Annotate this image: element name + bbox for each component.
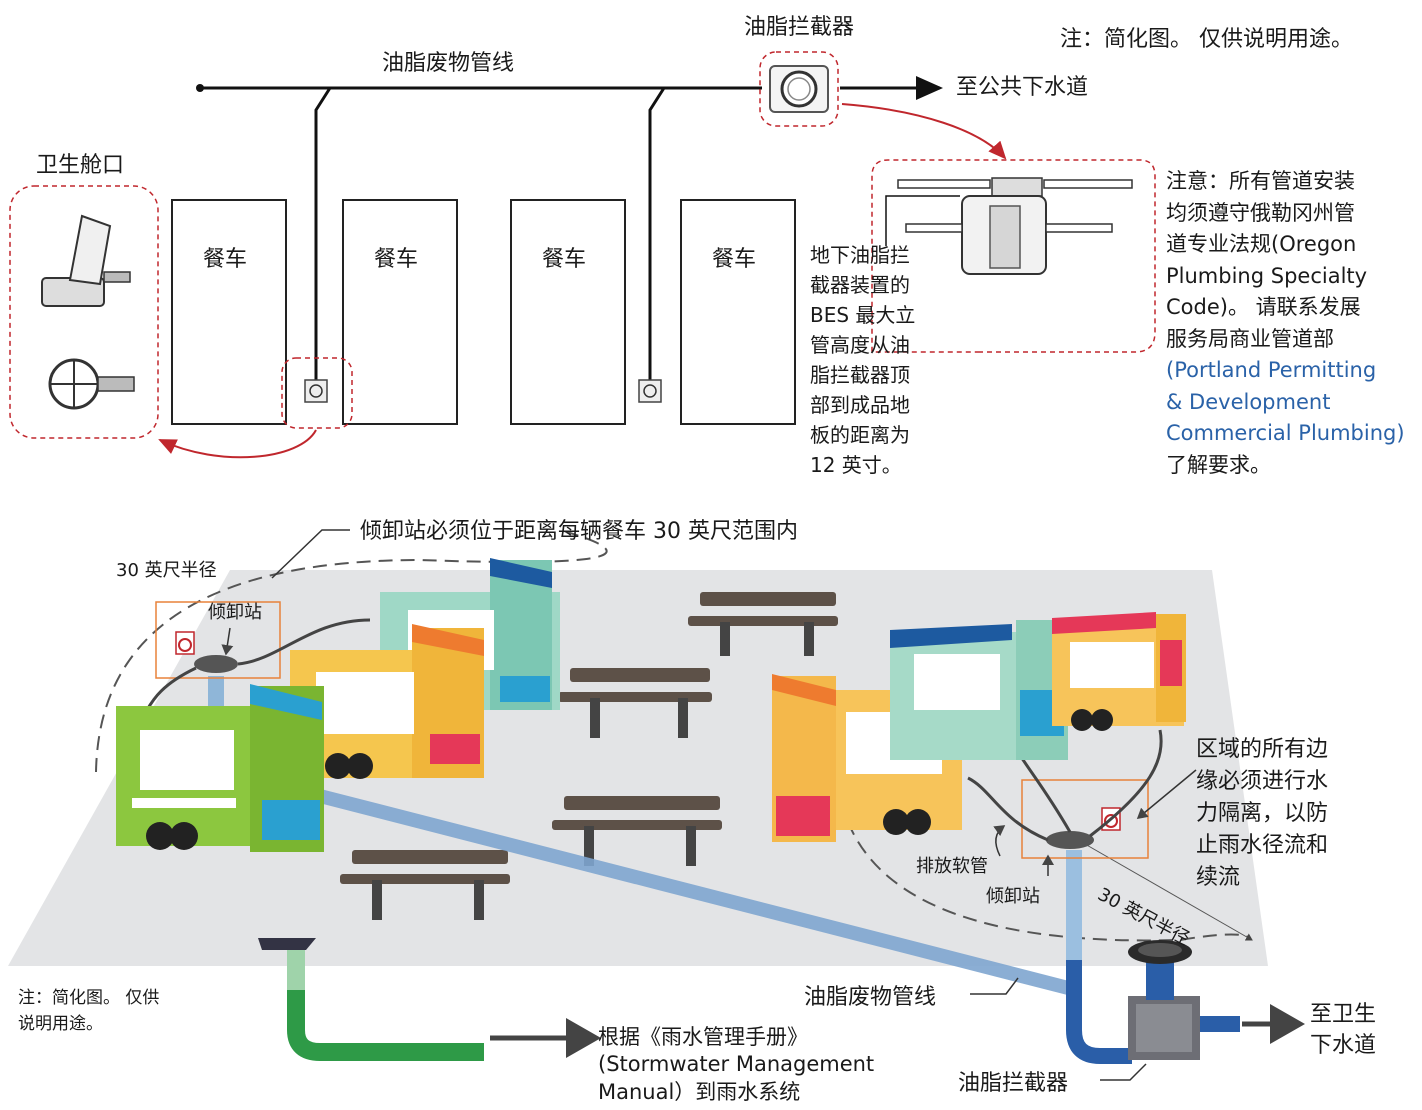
dump-station-right <box>967 729 1163 859</box>
isolation-note: 区域的所有边 缘必须进行水 力隔离，以防 止雨水径流和 续流 <box>1196 737 1329 890</box>
food-truck-green-front <box>116 684 324 852</box>
pipeline-label-bottom: 油脂废物管线 <box>804 985 937 1010</box>
hose-label: 排放软管 <box>916 856 988 877</box>
truck-label-3: 餐车 <box>542 247 587 272</box>
interceptor-label-top: 油脂拦截器 <box>744 15 855 40</box>
truck-label-2: 餐车 <box>374 247 419 272</box>
note-top: 注：简化图。 仅供说明用途。 <box>1060 27 1353 52</box>
radius-arc-left <box>95 529 608 773</box>
dump-station-left <box>138 601 371 722</box>
sanitary-label: 至卫生 下水道 <box>1310 1002 1377 1058</box>
caution-link-2: & Development <box>1166 389 1331 414</box>
dump-callout: 倾卸站必须位于距离每辆餐车 30 英尺范围内 <box>360 519 798 544</box>
radius-label-left: 30 英尺半径 <box>116 560 217 581</box>
caution-link-1: (Portland Permitting <box>1166 358 1377 382</box>
grease-interceptor-icon <box>759 51 839 127</box>
pipeline-label-top: 油脂废物管线 <box>382 51 515 76</box>
grease-pipe-3d <box>208 676 1240 1064</box>
storm-label: 根据《雨水管理手册》 (Stormwater Management Manual… <box>598 1025 875 1104</box>
cleanout-label: 卫生舱口 <box>36 153 125 178</box>
food-truck-yellow-right <box>1052 612 1186 731</box>
cleanout-detail <box>9 185 159 439</box>
cleanout-plan-icons <box>281 357 662 429</box>
detail-arrow <box>841 103 1007 160</box>
interceptor-label-bottom: 油脂拦截器 <box>958 1071 1069 1096</box>
caution-link-3: Commercial Plumbing) <box>1166 421 1405 445</box>
dump-station-left-label: 倾卸站 <box>208 602 262 623</box>
callout-leader <box>271 529 350 579</box>
sewer-label: 至公共下水道 <box>956 75 1089 100</box>
grease-interceptor-3d <box>1128 940 1200 1060</box>
truck-plan-rects <box>171 199 796 425</box>
caution-note: 注意：所有管道安装 均须遵守俄勒冈州管 道专业法规(Oregon Plumbin… <box>1166 169 1405 477</box>
food-truck-teal-right <box>890 620 1068 760</box>
interceptor-section-detail <box>871 159 1156 353</box>
truck-label-1: 餐车 <box>203 247 248 272</box>
radius-arc-right <box>847 821 1251 942</box>
bes-note: 地下油脂拦 截器装置的 BES 最大立 管高度从油 脂拦截器顶 部到成品地 板的… <box>810 243 916 477</box>
note-bottom: 注：简化图。 仅供 说明用途。 <box>18 988 160 1034</box>
cleanout-arrow <box>158 429 317 459</box>
picnic-tables <box>340 592 838 920</box>
truck-label-4: 餐车 <box>712 247 757 272</box>
grease-pipeline-top <box>196 76 943 388</box>
dump-station-right-label: 倾卸站 <box>986 886 1040 907</box>
storm-drain <box>258 938 484 1061</box>
